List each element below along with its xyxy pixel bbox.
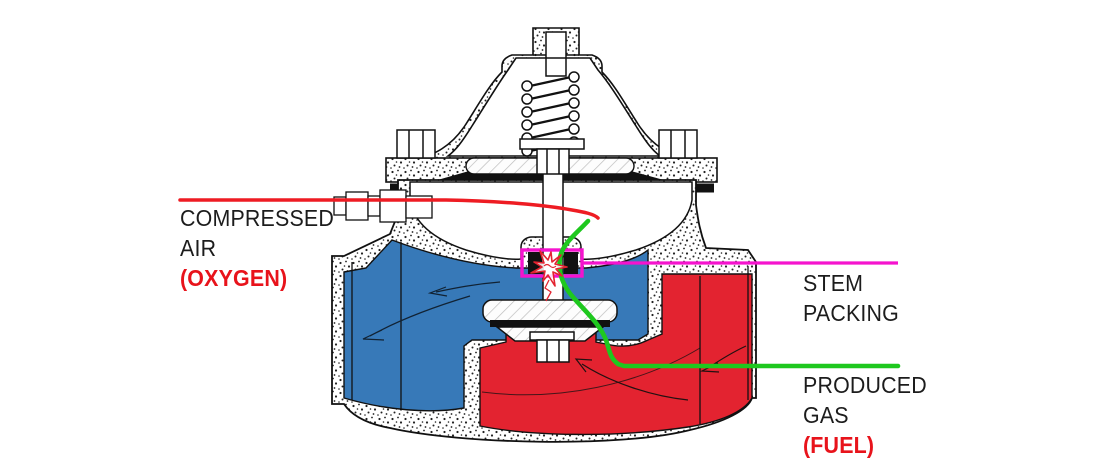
flow-arrow (362, 281, 501, 341)
produced-gas-leader-line (557, 218, 901, 369)
compressed-air-leader-line (178, 198, 600, 220)
compressed-air-label: COMPRESSED AIR (OXYGEN) (180, 203, 334, 293)
adjusting-screw (545, 31, 567, 77)
produced-gas-chamber (479, 266, 753, 436)
plug-nut (536, 339, 570, 363)
explosion-spark-icon (530, 250, 568, 302)
produced-gas-line1: PRODUCED (803, 372, 927, 398)
stem-packing-line1: STEM (803, 270, 864, 296)
compressed-air-line2: AIR (180, 235, 217, 261)
produced-gas-line2: GAS (803, 402, 849, 428)
seat-gasket (490, 320, 610, 327)
stem-packing-label: STEM PACKING (803, 268, 899, 328)
valve-plug (482, 143, 618, 363)
compressed-air-line1: COMPRESSED (180, 205, 335, 231)
produced-gas-accent: (FUEL) (803, 432, 875, 458)
stem-nut (519, 138, 585, 175)
flange-bolts (396, 129, 698, 159)
produced-gas-label: PRODUCED GAS (FUEL) (803, 370, 927, 460)
compressed-air-accent: (OXYGEN) (180, 265, 288, 291)
stem-packing-line2: PACKING (803, 300, 899, 326)
